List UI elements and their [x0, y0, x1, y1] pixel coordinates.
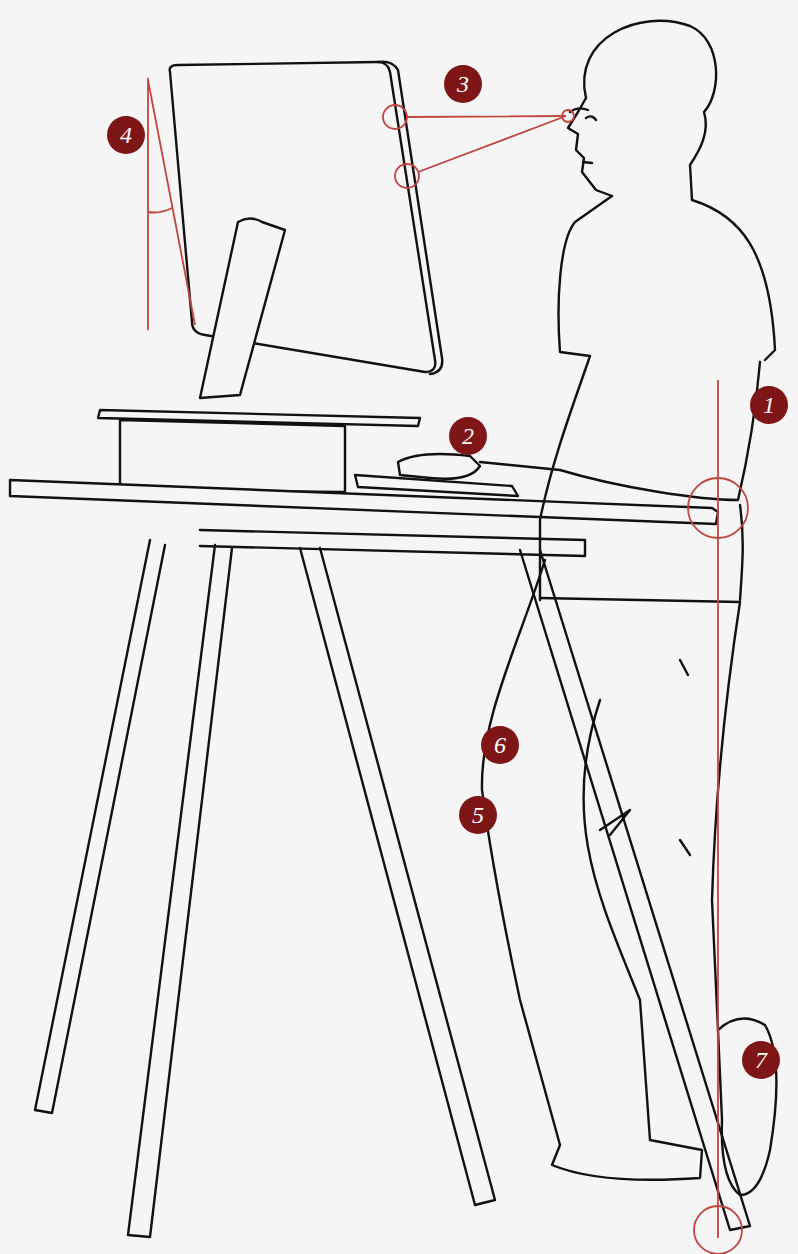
guide-circle	[383, 105, 407, 129]
angle-arc	[148, 208, 172, 213]
fabric-folds	[600, 660, 690, 855]
desk-leg	[128, 545, 232, 1237]
floor-circle	[694, 1206, 742, 1254]
callout-number: 6	[481, 726, 519, 764]
eye-marker	[562, 110, 574, 122]
shoe	[552, 1140, 702, 1180]
mouth	[583, 162, 592, 163]
callout-number: 1	[750, 386, 788, 424]
desk-apron	[200, 530, 585, 556]
monitor-edge	[378, 62, 442, 374]
desk-leg	[520, 550, 750, 1230]
back-leg-outline	[712, 602, 740, 1030]
shoulder-back	[692, 200, 775, 360]
head-outline	[584, 21, 716, 200]
inner-leg-outline	[583, 700, 650, 1140]
desk-leg	[300, 548, 495, 1205]
torso-back	[740, 505, 743, 600]
waistline	[540, 598, 740, 602]
monitor-stand	[200, 219, 285, 399]
front-leg-outline	[482, 560, 560, 1145]
callout-number: 5	[459, 796, 497, 834]
sight-line	[407, 116, 566, 172]
plumb-line	[717, 380, 719, 1238]
guide-circle	[395, 164, 419, 188]
callout-number: 4	[107, 116, 145, 154]
monitor-back	[170, 62, 436, 372]
tilt-angle	[148, 78, 195, 330]
hand	[398, 454, 480, 479]
torso-front	[540, 196, 612, 600]
desk-leg	[35, 540, 165, 1113]
riser-box	[120, 420, 345, 492]
callout-number: 7	[742, 1041, 780, 1079]
callout-number: 2	[449, 417, 487, 455]
face-profile	[568, 98, 612, 196]
callout-number: 3	[444, 65, 482, 103]
